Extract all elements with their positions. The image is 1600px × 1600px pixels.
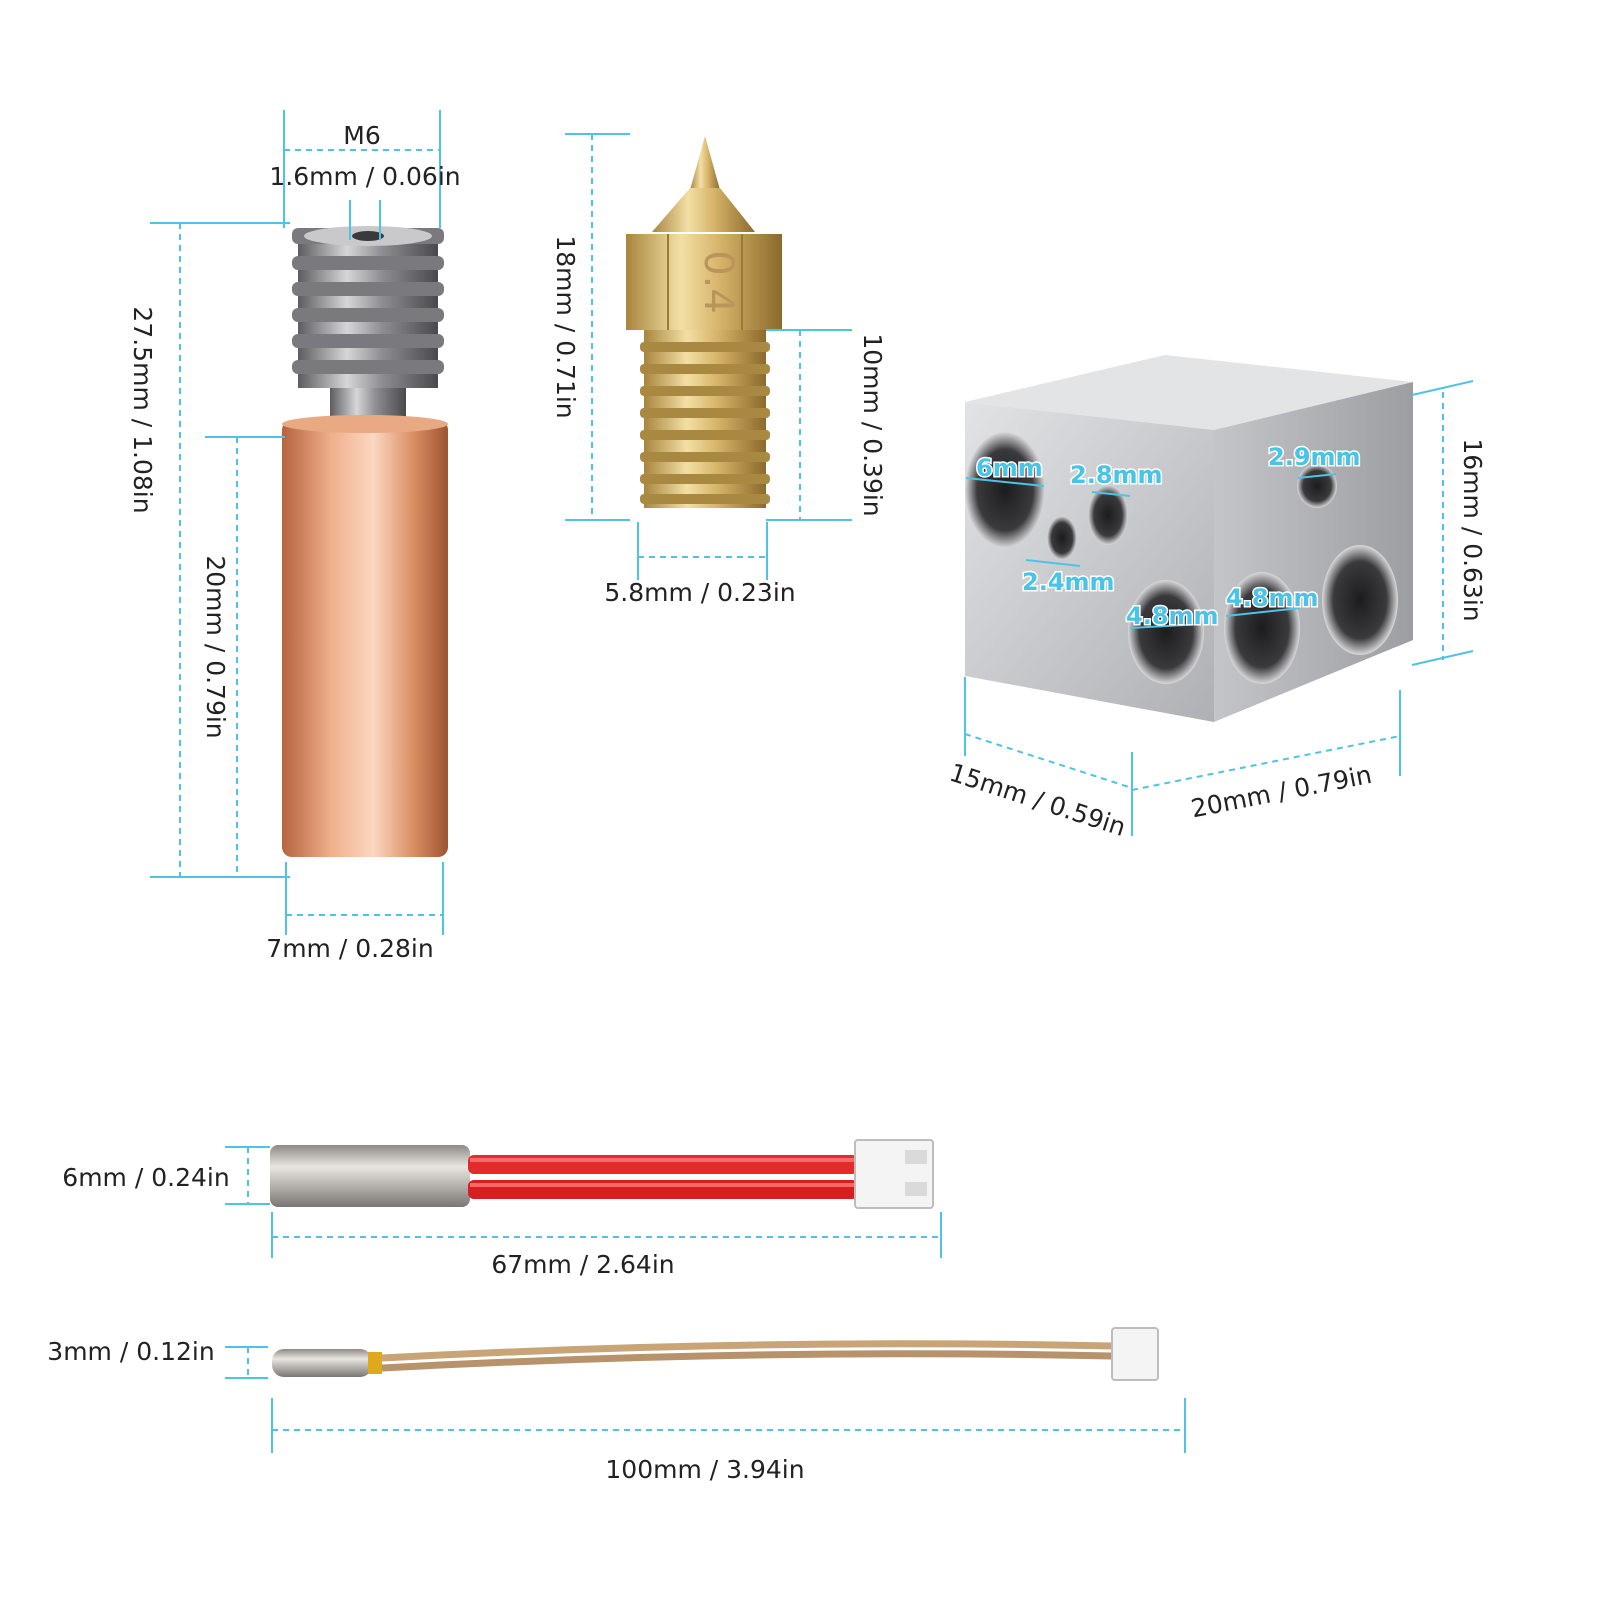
nozzle-thread-length-label: 10mm / 0.39in [858, 333, 887, 516]
thermistor-length-label: 100mm / 3.94in [605, 1455, 804, 1484]
heatbreak-group: M6 1.6mm / 0.06in 27.5mm / 1.08in 20mm /… [128, 110, 461, 963]
hole-2-9-label: 2.9mm [1268, 443, 1361, 471]
hole-2-8-label: 2.8mm [1070, 461, 1163, 489]
heater-block-hole-side [1322, 545, 1398, 655]
thermistor-wire-top [381, 1340, 1113, 1362]
heater-cartridge-wire-bottom [468, 1180, 858, 1199]
heatbreak-steel-thread [292, 226, 444, 388]
nozzle-tip [690, 136, 720, 190]
heatbreak-bore-label: 1.6mm / 0.06in [269, 162, 460, 191]
heater-cartridge-wire-top [468, 1155, 858, 1174]
heater-block-hole-2-8 [1088, 485, 1128, 545]
heatbreak-diameter-label: 7mm / 0.28in [266, 934, 433, 963]
heater-block-hole-2-4 [1047, 516, 1077, 560]
nozzle-total-length-label: 18mm / 0.71in [551, 235, 580, 418]
heater-block-width-label: 20mm / 0.79in [1189, 760, 1374, 823]
thermistor-diameter-label: 3mm / 0.12in [47, 1337, 214, 1366]
heatbreak-copper-tube [282, 420, 448, 857]
heater-cartridge-body [270, 1145, 470, 1207]
heater-block-group: 6mm 2.8mm 2.9mm 2.4mm 4.8mm 4.8mm 16mm /… [946, 355, 1487, 842]
nozzle-group: 0.4 18mm / 0.71in 10mm / 0.39in 5.8mm / … [551, 133, 887, 607]
hole-4-8-right-label: 4.8mm [1226, 584, 1319, 612]
thermistor-connector [1111, 1327, 1159, 1381]
heater-block-hole-6 [965, 432, 1045, 548]
hole-4-8-left-label: 4.8mm [1126, 602, 1219, 630]
heater-block-hole-4-8-right [1224, 572, 1300, 684]
thermistor-sleeve [368, 1352, 382, 1374]
hole-6-label: 6mm [976, 454, 1043, 482]
heatbreak-total-length-label: 27.5mm / 1.08in [128, 306, 157, 513]
heater-block-height-label: 16mm / 0.63in [1458, 438, 1487, 621]
heater-block-hole-4-8-left [1128, 580, 1204, 684]
heater-cartridge-group: 6mm / 0.24in 67mm / 2.64in [62, 1139, 942, 1279]
nozzle-engraving: 0.4 [695, 250, 741, 314]
heater-cartridge-diameter-label: 6mm / 0.24in [62, 1163, 229, 1192]
heater-block-depth-label: 15mm / 0.59in [946, 758, 1129, 842]
thermistor-group: 3mm / 0.12in 100mm / 3.94in [47, 1327, 1186, 1484]
hole-2-4-label: 2.4mm [1022, 568, 1115, 596]
heatbreak-thread-label: M6 [343, 121, 380, 150]
heater-block-top-face [965, 355, 1413, 430]
nozzle-width-label: 5.8mm / 0.23in [604, 578, 795, 607]
heatbreak-copper-length-label: 20mm / 0.79in [201, 555, 230, 738]
thermistor-wire-bottom [381, 1350, 1113, 1372]
heater-cartridge-length-label: 67mm / 2.64in [491, 1250, 674, 1279]
thermistor-probe [272, 1349, 372, 1377]
